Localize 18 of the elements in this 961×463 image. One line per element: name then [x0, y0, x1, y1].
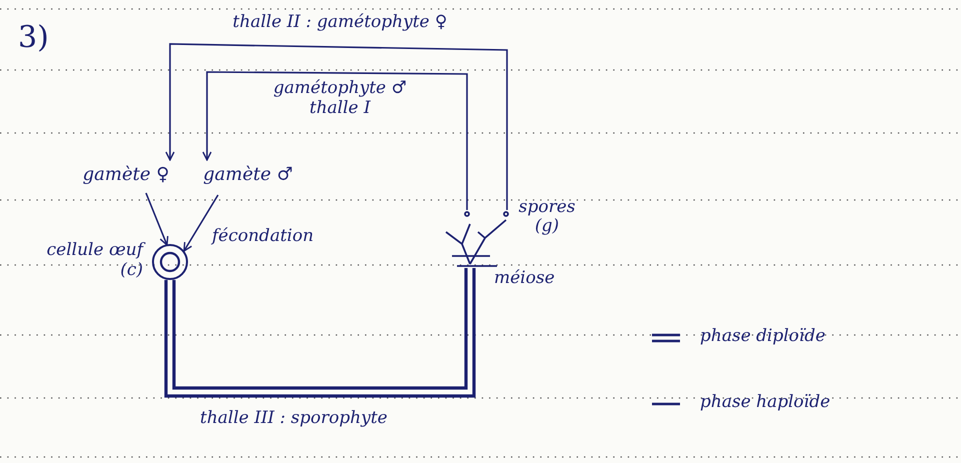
annotation-text: spores (g) — [518, 198, 576, 236]
zygote-circle — [151, 243, 189, 281]
edge-label: thalle III : sporophyte — [200, 408, 388, 428]
stage-label: gamète ♂ — [198, 160, 298, 190]
edge-label: gamétophyte ♂ thalle I — [272, 78, 408, 119]
annotation-text: fécondation — [212, 226, 314, 246]
question-number: 3) — [18, 20, 49, 56]
arrow — [202, 71, 468, 210]
edge-label: thalle II : gamétophyte ♀ — [232, 12, 448, 32]
annotation-text: cellule œuf (c) — [28, 240, 143, 281]
annotation-text: méiose — [494, 268, 555, 288]
legend-label: phase diploïde — [700, 326, 826, 346]
arrow — [145, 192, 168, 246]
stage-label: gamète ♀ — [70, 160, 182, 190]
arrow — [183, 194, 219, 252]
legend-label: phase haploïde — [700, 392, 830, 412]
double-line — [164, 266, 476, 398]
arrow — [165, 43, 508, 210]
